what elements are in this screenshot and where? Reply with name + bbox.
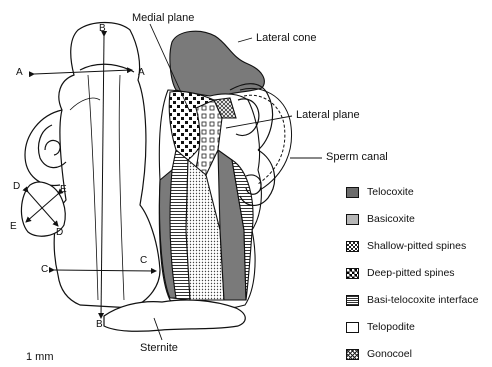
legend-item-interface: Basi-telocoxite interface	[346, 293, 478, 307]
legend-label-gonocoel: Gonocoel	[367, 349, 412, 360]
label-lateral-plane: Lateral plane	[296, 110, 360, 121]
letter-e-top: E	[60, 185, 67, 195]
legend-item-deep-pitted: Deep-pitted spines	[346, 266, 455, 280]
letter-c-right: C	[140, 256, 147, 266]
legend-swatch-basicoxite	[346, 214, 359, 225]
legend-swatch-deep-pitted	[346, 268, 359, 279]
legend-label-telocoxite: Telocoxite	[367, 187, 414, 198]
legend-label-deep-pitted: Deep-pitted spines	[367, 268, 455, 279]
legend-swatch-telocoxite	[346, 187, 359, 198]
legend-label-shallow-pitted: Shallow-pitted spines	[367, 241, 466, 252]
legend-label-interface: Basi-telocoxite interface	[367, 295, 478, 306]
label-lateral-cone: Lateral cone	[256, 33, 317, 44]
right-gonopod	[159, 31, 264, 310]
legend-swatch-gonocoel	[346, 349, 359, 360]
legend-item-gonocoel: Gonocoel	[346, 347, 412, 361]
letter-b-bottom: B	[96, 320, 103, 330]
letter-b-top: B	[99, 24, 106, 34]
label-sperm-canal: Sperm canal	[326, 152, 388, 163]
legend-item-telocoxite: Telocoxite	[346, 185, 414, 199]
legend-swatch-shallow-pitted	[346, 241, 359, 252]
letter-a-right: A	[138, 68, 145, 78]
legend-swatch-telopodite	[346, 322, 359, 333]
letter-d-bottom: D	[56, 228, 63, 238]
label-sternite: Sternite	[140, 343, 178, 354]
letter-e-left: E	[10, 222, 17, 232]
leader-lateral-cone	[238, 38, 252, 42]
legend-label-telopodite: Telopodite	[367, 322, 415, 333]
legend-item-shallow-pitted: Shallow-pitted spines	[346, 239, 466, 253]
legend-swatch-interface	[346, 295, 359, 306]
label-medial-plane: Medial plane	[132, 13, 194, 24]
letter-d-top: D	[13, 182, 20, 192]
legend-item-basicoxite: Basicoxite	[346, 212, 415, 226]
letter-a-left: A	[16, 68, 23, 78]
letter-c-left: C	[41, 265, 48, 275]
label-scale: 1 mm	[26, 352, 54, 363]
legend-label-basicoxite: Basicoxite	[367, 214, 415, 225]
legend-item-telopodite: Telopodite	[346, 320, 415, 334]
